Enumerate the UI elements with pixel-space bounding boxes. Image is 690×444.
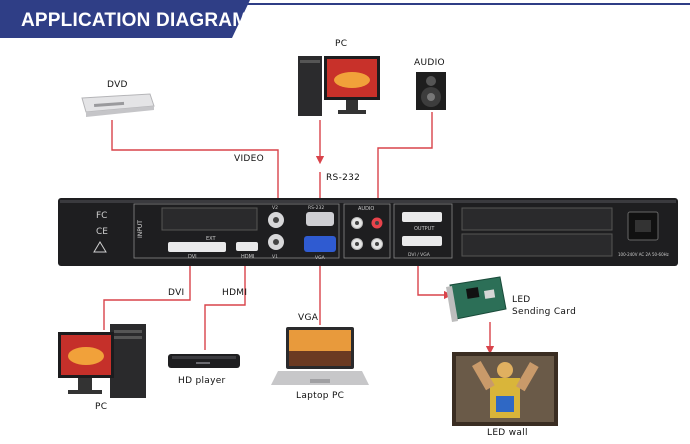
svg-text:VGA: VGA	[315, 255, 326, 261]
wire-audio	[378, 112, 432, 204]
svg-text:CE: CE	[96, 227, 108, 237]
svg-text:100-240V AC 2A 50-60Hz: 100-240V AC 2A 50-60Hz	[618, 252, 669, 257]
svg-text:V2: V2	[272, 205, 278, 211]
dvi-label: DVI	[168, 288, 184, 298]
rs232-label: RS-232	[326, 173, 360, 183]
svg-text:AUDIO: AUDIO	[358, 206, 374, 212]
video-processor-panel: FC CE INPUT EXT DVI HDMI V2 V1 RS-232 VG…	[58, 198, 678, 266]
svg-text:DVI / VGA: DVI / VGA	[408, 252, 431, 258]
led-sending-card-label-1: LED	[512, 295, 531, 305]
laptop-pc-image	[270, 325, 370, 390]
dvd-player-image	[76, 92, 156, 120]
svg-text:OUTPUT: OUTPUT	[414, 226, 435, 232]
pc-bottom-image	[56, 322, 152, 402]
vga-label: VGA	[298, 313, 318, 323]
svg-text:HDMI: HDMI	[241, 254, 254, 260]
svg-text:INPUT: INPUT	[137, 220, 144, 238]
video-label: VIDEO	[234, 154, 264, 164]
wire-hdmi	[205, 262, 245, 350]
laptop-pc-label: Laptop PC	[296, 391, 344, 401]
led-sending-card-image	[446, 275, 508, 323]
hdmi-label: HDMI	[222, 288, 247, 298]
pc-top-label: PC	[335, 39, 347, 49]
svg-text:DVI: DVI	[188, 254, 197, 260]
svg-text:EXT: EXT	[206, 236, 216, 242]
pc-top-image	[294, 50, 384, 120]
audio-speaker-image	[414, 70, 448, 112]
audio-label: AUDIO	[414, 58, 445, 68]
hd-player-label: HD player	[178, 376, 226, 386]
led-wall-image	[452, 352, 558, 426]
wire-output	[418, 262, 448, 295]
pc-bottom-label: PC	[95, 402, 107, 412]
led-wall-label: LED wall	[487, 428, 528, 438]
hd-player-image	[166, 350, 242, 372]
svg-text:RS-232: RS-232	[308, 205, 324, 211]
svg-text:FC: FC	[96, 211, 107, 221]
led-sending-card-label-2: Sending Card	[512, 307, 576, 317]
dvd-label: DVD	[107, 80, 128, 90]
svg-text:V1: V1	[272, 254, 278, 260]
